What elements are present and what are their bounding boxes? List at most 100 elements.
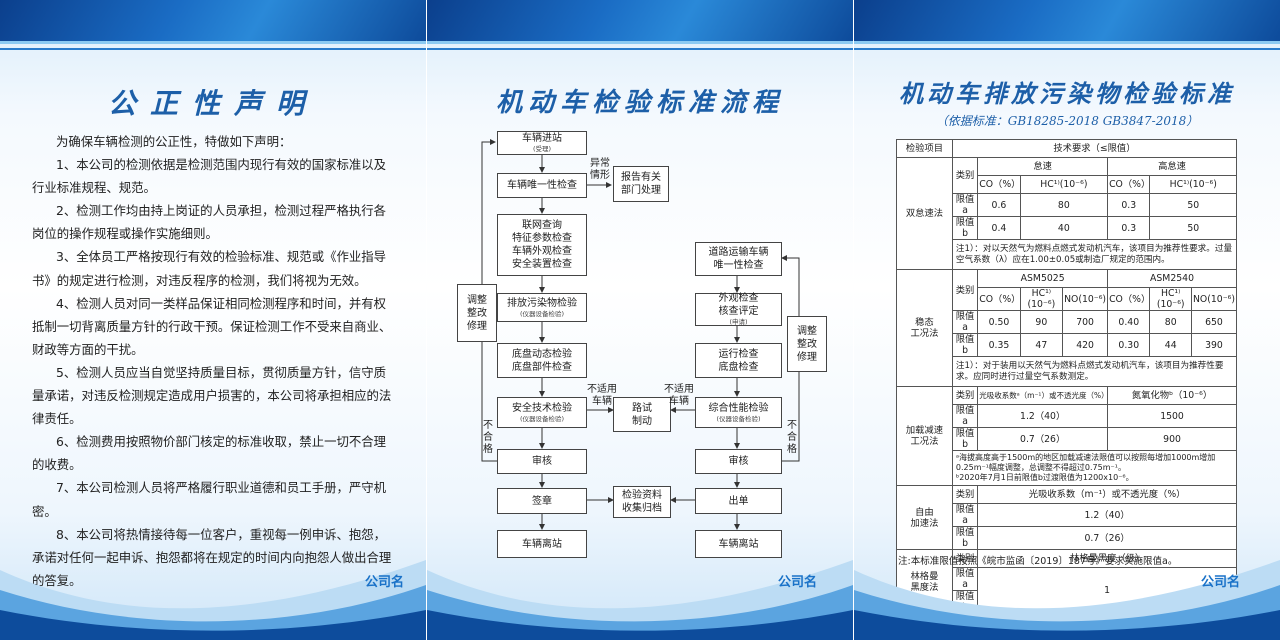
cell-category: 类别 — [951, 157, 979, 194]
label-not-applicable-right: 不适用 车辆 — [664, 384, 694, 407]
step-label: 签章 — [532, 495, 552, 507]
table-row: CO（%） HC¹⁾(10⁻⁶) CO（%） HC¹⁾(10⁻⁶) — [897, 175, 1237, 194]
step-vehicle-exit-right: 车辆离站 — [695, 530, 782, 558]
panel-impartiality-statement: 公正性声明 为确保车辆检测的公正性，特做如下声明： 1、本公司的检测依据是检测范… — [0, 0, 426, 640]
step-archive-records: 检验资料 收集归档 — [613, 486, 671, 518]
company-name: 公司名 — [777, 575, 817, 590]
table-row: 注1）：对以天然气为燃料点燃式发动机汽车，该项目为推荐性要求。过量空气系数（λ）… — [897, 239, 1238, 270]
step-operation-check: 运行检查 底盘检查 — [695, 343, 782, 378]
cell-col: HC¹⁾(10⁻⁶) — [1149, 287, 1192, 311]
cell-limit: 限值a — [951, 503, 979, 527]
cell-value: 0.3 — [1107, 193, 1151, 217]
page-title: 机动车排放污染物检验标准 — [899, 79, 1235, 108]
step-label: 审核 — [728, 456, 749, 467]
table-row: 限值b 0.7（26） — [897, 526, 1237, 550]
table-row: 双怠速法 类别 怠速 高怠速 — [896, 157, 1237, 270]
header-band — [427, 0, 853, 44]
cell-col: CO（%） — [977, 287, 1021, 311]
footer-wave — [0, 560, 426, 640]
header-band — [854, 0, 1280, 44]
step-vehicle-entry: 车辆进站 (受理) — [497, 131, 587, 155]
cell-asm2540: ASM2540 — [1107, 269, 1237, 288]
table-row: 自由 加速法 类别 光吸收系数（m⁻¹）或不透光度（%） — [896, 485, 1237, 550]
cell-value: 80 — [1149, 310, 1192, 334]
cell-value: 90 — [1019, 310, 1064, 334]
cell-category: 类别 — [951, 269, 979, 311]
cell-limit: 限值b — [951, 216, 979, 240]
cell-value: 1500 — [1107, 404, 1237, 428]
step-emission-test: 排放污染物检验 (仪器设备检验) — [497, 293, 587, 322]
flowchart: 车辆进站 (受理) 车辆唯一性检查 报告有关 部门处理 联网查询 特征参数检查 … — [427, 0, 853, 640]
cell-value: 0.7（26） — [977, 427, 1109, 451]
cell-high-idle: 高怠速 — [1107, 157, 1237, 176]
step-note: (仪器设备检验) — [716, 414, 761, 423]
cell-value: 0.40 — [1107, 310, 1151, 334]
step-label: 运行检查 底盘检查 — [718, 348, 759, 373]
cell-value: 1.2（40） — [977, 404, 1109, 428]
table-row: 限值b 0.7（26） 900 — [897, 427, 1237, 451]
cell-note: 注1）：对于装用以天然气为燃料点燃式发动机汽车，该项目为推荐性要求。应同时进行过… — [951, 356, 1238, 387]
statement-item: 5、检测人员应当自觉坚持质量目标，贯彻质量方针，信守质量承诺，对违反检测规定造成… — [32, 364, 392, 427]
company-name: 公司名 — [1200, 575, 1240, 590]
header-band — [0, 0, 426, 44]
step-label: 检验资料 收集归档 — [622, 490, 662, 514]
step-label: 车辆离站 — [718, 538, 759, 550]
cell-limit: 限值b — [951, 333, 979, 357]
step-seal: 签章 — [497, 488, 587, 514]
cell-limit: 限值a — [951, 404, 979, 428]
step-comprehensive-test: 综合性能检验 (仪器设备检验) — [695, 397, 782, 428]
cell-value: 0.3 — [1107, 216, 1151, 240]
cell-note: 注1）：对以天然气为燃料点燃式发动机汽车，该项目为推荐性要求。过量空气系数（λ）… — [951, 239, 1238, 270]
step-note: (仪器设备检验) — [519, 309, 565, 318]
method-dual-idle: 双怠速法 — [896, 157, 953, 270]
statement-item: 8、本公司将热情接待每一位客户，重视每一例申诉、抱怨，承诺对任何一起申诉、抱怨都… — [32, 526, 392, 588]
step-label: 调整 整改 修理 — [797, 325, 817, 363]
cell-value: 80 — [1019, 193, 1109, 217]
page-title: 公正性声明 — [107, 87, 318, 120]
cell-value: 420 — [1062, 333, 1109, 357]
statement-item: 2、检测工作均由持上岗证的人员承担，检测过程严格执行各岗位的操作规程或操作实施细… — [32, 203, 387, 242]
table-row: 限值a 0.6 80 0.3 50 — [897, 193, 1237, 217]
step-label: 路试 制动 — [632, 402, 652, 427]
cell-asm5025: ASM5025 — [977, 269, 1109, 288]
cell-col: HC¹⁾(10⁻⁶) — [1019, 175, 1109, 194]
header-line — [854, 48, 1280, 50]
step-note: (仪器设备检验) — [519, 414, 565, 423]
table-row: 限值a 0.50 90 700 0.40 80 650 — [897, 310, 1238, 334]
step-road-transport-check: 道路运输车辆 唯一性检查 — [695, 242, 782, 276]
step-label: 报告有关 部门处理 — [621, 172, 661, 196]
statement-intro: 为确保车辆检测的公正性，特做如下声明： — [56, 134, 292, 149]
statement-body: 为确保车辆检测的公正性，特做如下声明： 1、本公司的检测依据是检测范围内现行有效… — [32, 130, 398, 592]
cell-note: ᵃ海拔高度高于1500m的地区加载减速法限值可以按照每增加1000m增加0.25… — [951, 450, 1238, 486]
note-b: ᵇ2020年7月1日前限值b过渡限值为1200x10⁻⁶。 — [955, 473, 1134, 482]
footer-wave — [854, 560, 1280, 640]
cell-col: HC¹⁾(10⁻⁶) — [1149, 175, 1237, 194]
table-header-row: 检验项目 技术要求（≤限值） — [896, 139, 1238, 158]
statement-item: 6、检测费用按照物价部门核定的标准收取，禁止一切不合理的收费。 — [32, 434, 387, 473]
cell-value: 0.4 — [977, 216, 1021, 240]
cell-value: 50 — [1149, 193, 1237, 217]
step-adjust-repair-left: 调整 整改 修理 — [457, 284, 497, 342]
step-uniqueness-check: 车辆唯一性检查 — [497, 173, 587, 198]
step-appearance-check: 外观检查 核查评定 (申请) — [695, 293, 782, 326]
standard-reference: （依据标准：GB18285-2018 GB3847-2018） — [935, 114, 1199, 128]
step-label: 车辆唯一性检查 — [507, 180, 577, 191]
table-row: 限值a 1.2（40） 1500 — [897, 404, 1237, 428]
cell-value: 700 — [1062, 310, 1109, 334]
company-name: 公司名 — [364, 575, 404, 590]
cell-value: 1.2（40） — [977, 503, 1237, 527]
cell-value: 0.50 — [977, 310, 1021, 334]
step-label: 外观检查 核查评定 — [718, 293, 759, 317]
cell-col: CO（%） — [977, 175, 1021, 194]
label-fail-left: 不 合 格 — [483, 420, 493, 455]
cell-col: NO(10⁻⁶) — [1190, 287, 1238, 311]
cell-value: 44 — [1149, 333, 1192, 357]
panel-emission-standard: 机动车排放污染物检验标准 （依据标准：GB18285-2018 GB3847-2… — [854, 0, 1280, 640]
header-requirement: 技术要求（≤限值） — [951, 139, 1238, 158]
header-line — [0, 48, 426, 50]
cell-col: HC¹⁾(10⁻⁶) — [1019, 287, 1064, 311]
table-row: ᵃ海拔高度高于1500m的地区加载减速法限值可以按照每增加1000m增加0.25… — [897, 450, 1238, 486]
cell-value: 0.6 — [977, 193, 1021, 217]
step-label: 底盘动态检验 底盘部件检查 — [512, 348, 572, 373]
step-label: 排放污染物检验 — [507, 297, 577, 309]
